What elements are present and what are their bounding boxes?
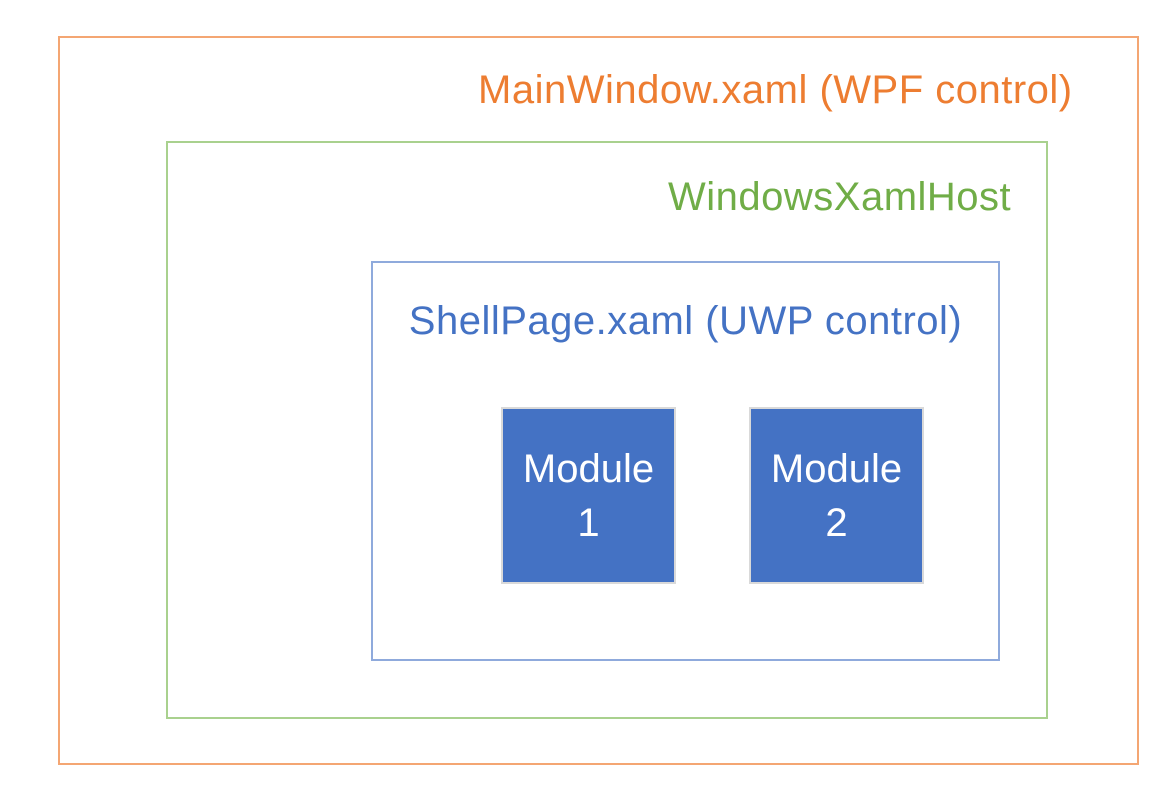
module-1-number: 1 bbox=[577, 500, 600, 545]
module-1-label: Module bbox=[522, 446, 655, 491]
shellpage-label: ShellPage.xaml (UWP control) bbox=[408, 299, 963, 343]
windowsxamlhost-label: WindowsXamlHost bbox=[668, 175, 1012, 219]
module-2-number: 2 bbox=[825, 500, 848, 545]
mainwindow-label: MainWindow.xaml (WPF control) bbox=[478, 68, 1073, 112]
module-2-box: Module 2 bbox=[749, 407, 924, 584]
module-1-box: Module 1 bbox=[501, 407, 676, 584]
windowsxamlhost-box: WindowsXamlHost ShellPage.xaml (UWP cont… bbox=[166, 141, 1048, 719]
mainwindow-box: MainWindow.xaml (WPF control) WindowsXam… bbox=[58, 36, 1139, 765]
module-2-label: Module bbox=[770, 446, 903, 491]
shellpage-box: ShellPage.xaml (UWP control) Module 1 Mo… bbox=[371, 261, 1000, 661]
